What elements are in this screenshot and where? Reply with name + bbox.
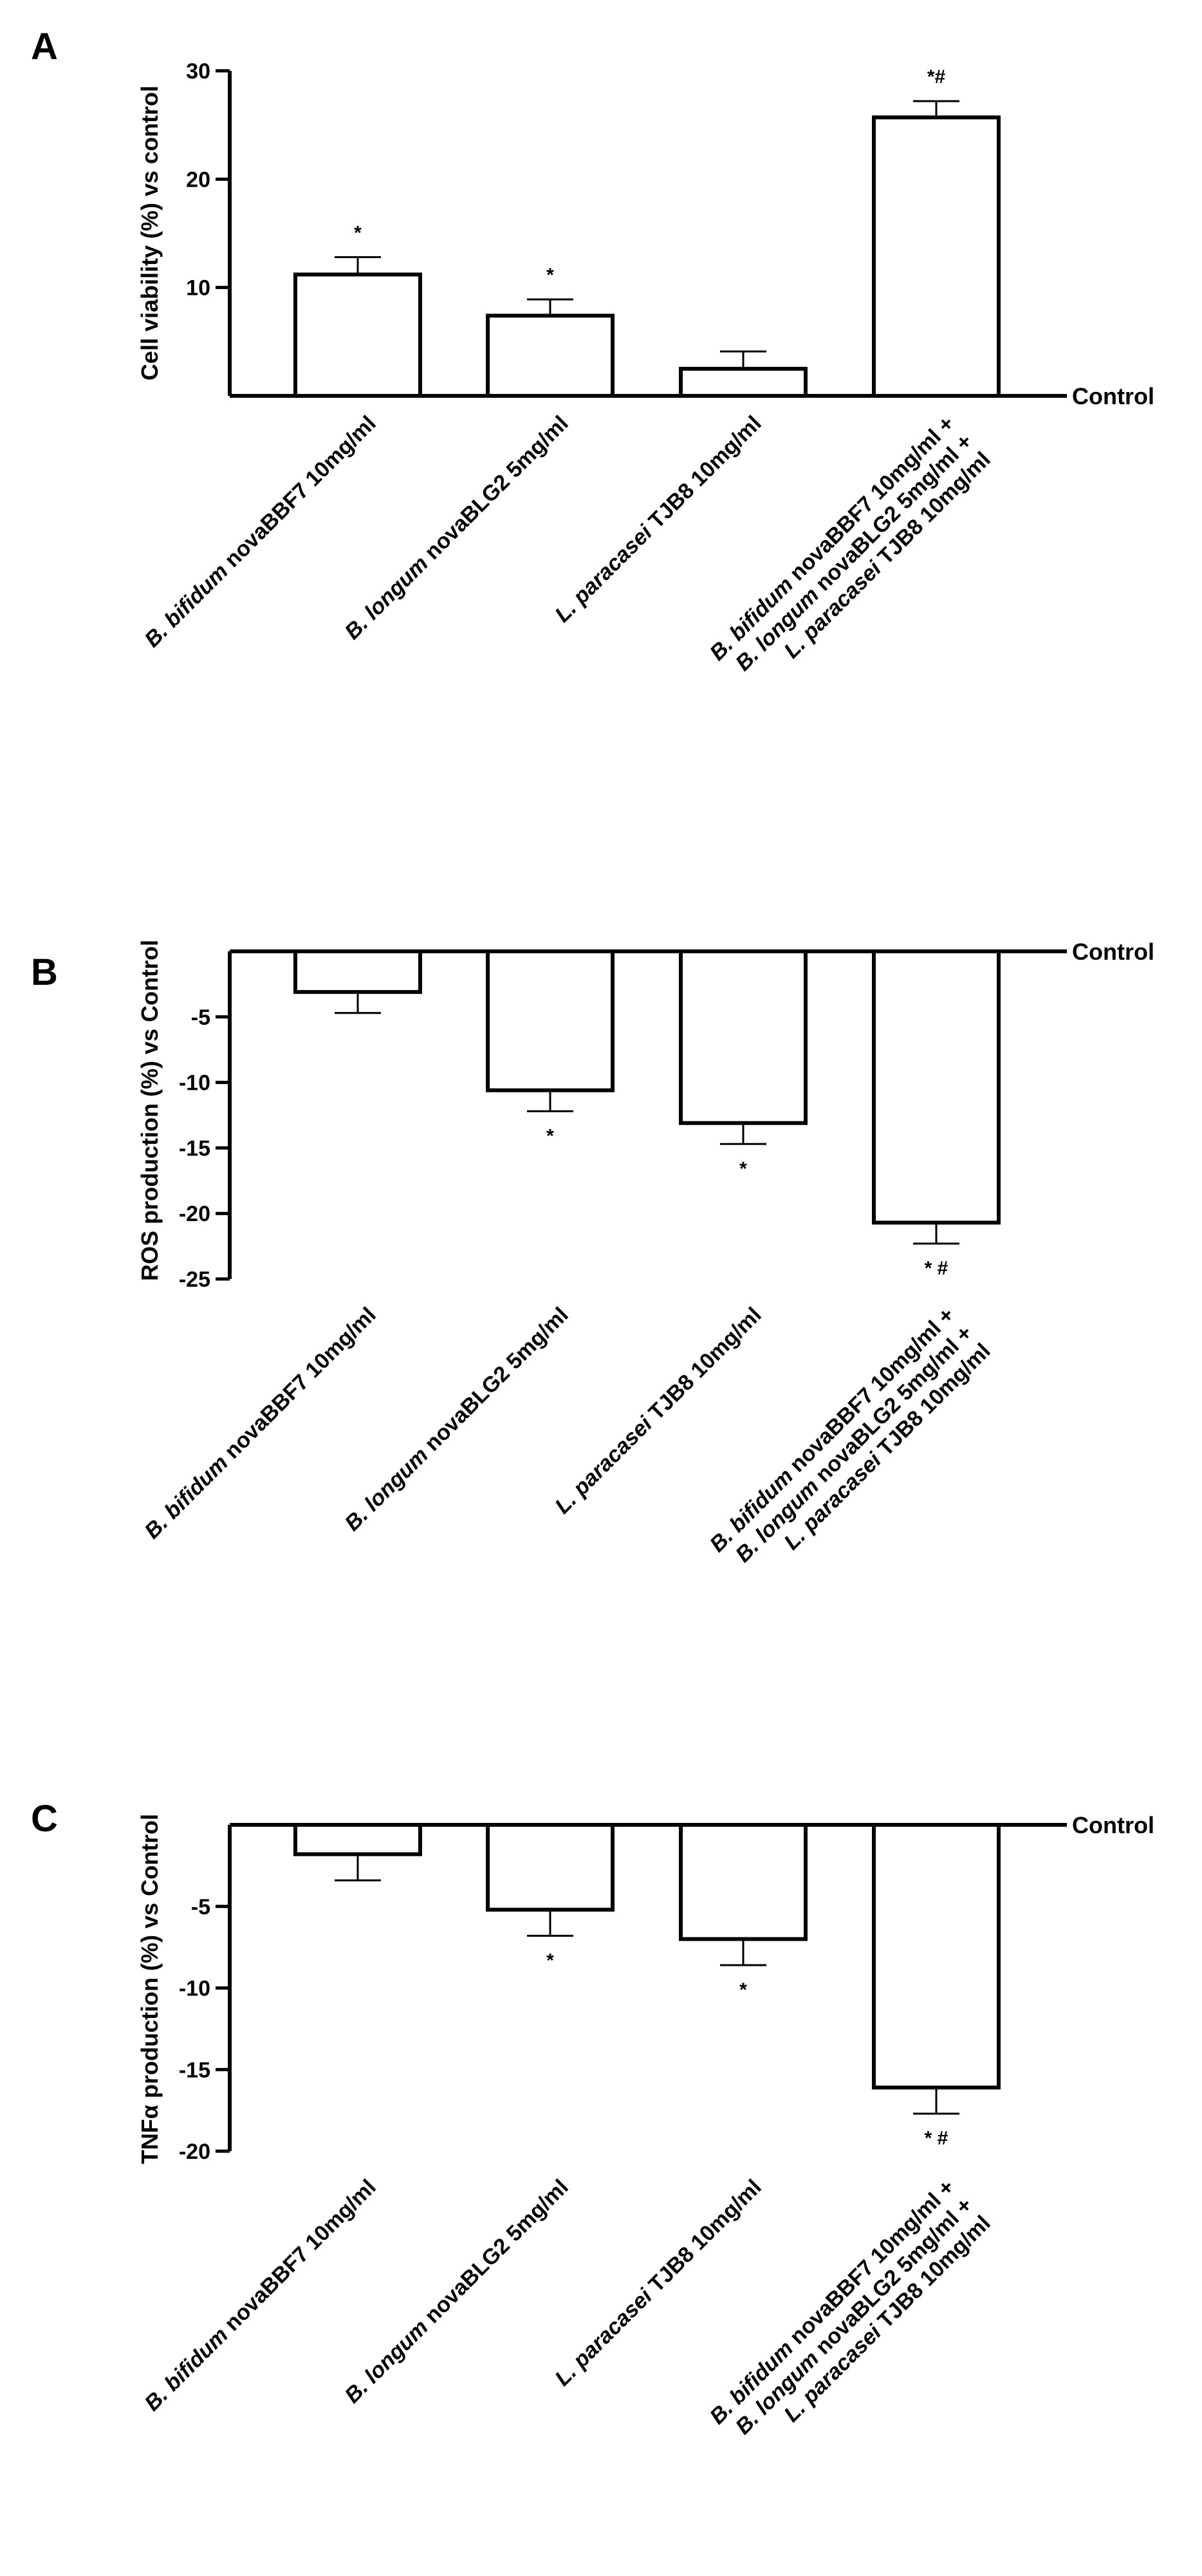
- category-label-strain: TJB8 10mg/ml: [640, 1303, 766, 1430]
- control-label: Control: [1072, 1812, 1154, 1838]
- category-label: L. paracasei TJB8 10mg/ml: [550, 2175, 766, 2391]
- y-tick-label: -10: [179, 1071, 210, 1096]
- category-label: B. longum novaBLG2 5mg/ml: [340, 2175, 573, 2408]
- panel-letter: B: [31, 951, 58, 993]
- category-label: L. paracasei TJB8 10mg/ml: [550, 411, 766, 628]
- control-label: Control: [1072, 383, 1154, 409]
- significance-marker: *: [739, 1158, 747, 1179]
- bar: [679, 1823, 808, 1941]
- category-label-strain: novaBLG2 5mg/ml: [416, 1303, 573, 1461]
- bar: [872, 115, 1001, 398]
- category-label: B. longum novaBLG2 5mg/ml: [340, 411, 573, 644]
- panel-b: B -5 -10 -15 -20 -25 Control ROS production (%)…: [31, 938, 1154, 1567]
- category-label: B. longum novaBLG2 5mg/ml +: [731, 429, 977, 676]
- bar: [293, 1823, 422, 1856]
- category-label-species: B. bifidum: [140, 559, 232, 652]
- category-label-strain: novaBLG2 5mg/ml: [416, 411, 573, 569]
- category-label-species: B. longum: [340, 1443, 432, 1536]
- category-label-strain: TJB8 10mg/ml: [640, 2175, 766, 2302]
- bar: [486, 1823, 615, 1912]
- y-tick-label: 30: [186, 59, 210, 84]
- y-axis-title: ROS production (%) vs Control: [136, 940, 163, 1281]
- category-label: B. bifidum novaBBF7 10mg/ml: [140, 1303, 380, 1544]
- control-label: Control: [1072, 938, 1154, 965]
- category-label-strain: novaBLG2 5mg/ml +: [806, 429, 977, 600]
- bar: [872, 949, 1001, 1225]
- panel-letter: A: [31, 26, 58, 68]
- significance-marker: * #: [925, 2128, 948, 2149]
- significance-marker: *: [546, 265, 554, 286]
- y-axis-title: Cell viability (%) vs control: [136, 86, 163, 380]
- category-label-species: B. bifidum: [140, 2323, 232, 2416]
- category-label-species: L. paracasei: [550, 1411, 658, 1518]
- category-label-species: B. bifidum: [140, 1451, 232, 1544]
- category-label: B. longum novaBLG2 5mg/ml +: [731, 1321, 977, 1567]
- category-label-strain: novaBLG2 5mg/ml +: [806, 1321, 977, 1491]
- category-label-species: L. paracasei: [550, 519, 658, 627]
- y-axis-title: TNFα production (%) vs Control: [136, 1814, 163, 2164]
- category-label-species: B. longum: [340, 552, 432, 644]
- category-label: B. bifidum novaBBF7 10mg/ml: [140, 2175, 380, 2416]
- y-tick-label: -15: [179, 2058, 210, 2082]
- category-label: B. longum novaBLG2 5mg/ml +: [731, 2193, 977, 2440]
- bar: [872, 1823, 1001, 2090]
- category-label-strain: novaBBF7 10mg/ml: [216, 411, 381, 577]
- y-tick-label: -20: [179, 2140, 210, 2164]
- category-label-strain: TJB8 10mg/ml: [640, 411, 766, 538]
- y-tick-label: -5: [191, 1005, 210, 1030]
- significance-marker: *: [739, 1979, 747, 2001]
- y-tick-label: -5: [191, 1895, 210, 1919]
- category-label-species: B. longum: [340, 2315, 432, 2408]
- bar: [486, 949, 615, 1092]
- significance-marker: * #: [925, 1258, 948, 1279]
- panel-c: C -5 -10 -15 -20 Control TNFα production (%) v…: [31, 1798, 1154, 2440]
- y-tick-label: 20: [186, 167, 210, 192]
- significance-marker: *: [546, 1950, 554, 1971]
- category-label-strain: novaBBF7 10mg/ml: [216, 1303, 381, 1468]
- bar: [679, 366, 808, 398]
- bar: [486, 313, 615, 398]
- category-label: L. paracasei TJB8 10mg/ml: [550, 1303, 766, 1519]
- y-tick-label: -10: [179, 1977, 210, 2001]
- category-label-strain: novaBLG2 5mg/ml: [416, 2175, 573, 2333]
- bar: [679, 949, 808, 1125]
- category-label: B. bifidum novaBBF7 10mg/ml: [140, 411, 380, 652]
- category-label-strain: novaBLG2 5mg/ml +: [806, 2193, 977, 2364]
- y-tick-label: -25: [179, 1267, 210, 1292]
- category-label: B. longum novaBLG2 5mg/ml: [340, 1303, 573, 1536]
- category-label-strain: novaBBF7 10mg/ml: [216, 2175, 381, 2340]
- category-label-species: L. paracasei: [550, 2283, 658, 2391]
- y-tick-label: 10: [186, 276, 210, 301]
- bar: [293, 949, 422, 994]
- bar: [293, 272, 422, 398]
- panel-letter: C: [31, 1798, 58, 1840]
- y-tick-label: -20: [179, 1202, 210, 1226]
- y-tick-label: -15: [179, 1136, 210, 1161]
- significance-marker: *: [354, 223, 362, 244]
- significance-marker: *: [546, 1125, 554, 1146]
- significance-marker: *#: [927, 66, 946, 88]
